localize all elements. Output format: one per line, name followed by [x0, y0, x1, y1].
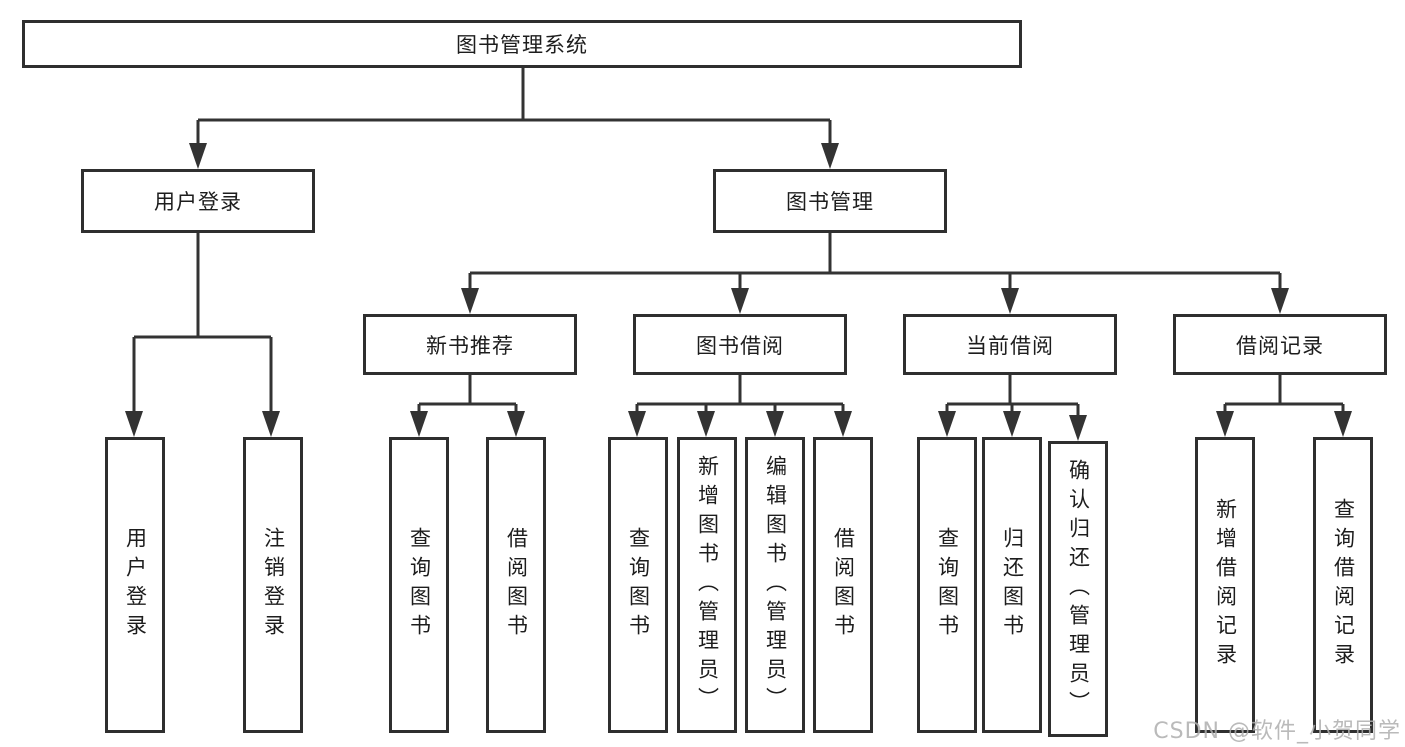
node-label: 归还图书	[1000, 527, 1025, 643]
node-label: 查询图书	[407, 527, 432, 643]
node-label: 确认归还（管理员）	[1066, 458, 1091, 720]
node-user-login: 用户登录	[81, 169, 315, 233]
node-borrow-records: 借阅记录	[1173, 314, 1387, 375]
node-leaf-add-borrow-record: 新增借阅记录	[1195, 437, 1255, 733]
node-leaf-query-borrow-record: 查询借阅记录	[1313, 437, 1373, 733]
node-leaf-query-books-3: 查询图书	[917, 437, 977, 733]
node-label: 借阅图书	[831, 527, 856, 643]
node-label: 用户登录	[123, 527, 148, 643]
node-leaf-return-books: 归还图书	[982, 437, 1042, 733]
node-label: 借阅记录	[1236, 333, 1324, 358]
node-label: 新增图书（管理员）	[695, 454, 720, 716]
node-label: 查询图书	[626, 527, 651, 643]
arrowheads	[125, 143, 1352, 441]
node-library-management-system: 图书管理系统	[22, 20, 1022, 68]
node-current-borrow: 当前借阅	[903, 314, 1117, 375]
node-leaf-query-books-2: 查询图书	[608, 437, 668, 733]
node-label: 当前借阅	[966, 333, 1054, 358]
node-label: 新书推荐	[426, 333, 514, 358]
node-label: 查询图书	[935, 527, 960, 643]
node-label: 编辑图书（管理员）	[763, 454, 788, 716]
node-label: 注销登录	[261, 527, 286, 643]
node-leaf-user-login: 用户登录	[105, 437, 165, 733]
node-label: 图书管理系统	[456, 33, 588, 57]
node-leaf-logout: 注销登录	[243, 437, 303, 733]
node-new-book-recommend: 新书推荐	[363, 314, 577, 375]
node-leaf-borrow-books-1: 借阅图书	[486, 437, 546, 733]
node-leaf-borrow-books-2: 借阅图书	[813, 437, 873, 733]
node-book-management: 图书管理	[713, 169, 947, 233]
node-label: 用户登录	[154, 190, 242, 214]
node-leaf-query-books-1: 查询图书	[389, 437, 449, 733]
node-label: 新增借阅记录	[1213, 498, 1238, 672]
node-book-borrow: 图书借阅	[633, 314, 847, 375]
node-leaf-confirm-return-admin: 确认归还（管理员）	[1048, 441, 1108, 737]
node-label: 查询借阅记录	[1331, 498, 1356, 672]
node-label: 图书管理	[786, 190, 874, 214]
node-label: 图书借阅	[696, 333, 784, 358]
watermark: CSDN @软件_小贺同学	[1153, 719, 1401, 744]
node-leaf-add-books-admin: 新增图书（管理员）	[677, 437, 737, 733]
node-leaf-edit-books-admin: 编辑图书（管理员）	[745, 437, 805, 733]
node-label: 借阅图书	[504, 527, 529, 643]
